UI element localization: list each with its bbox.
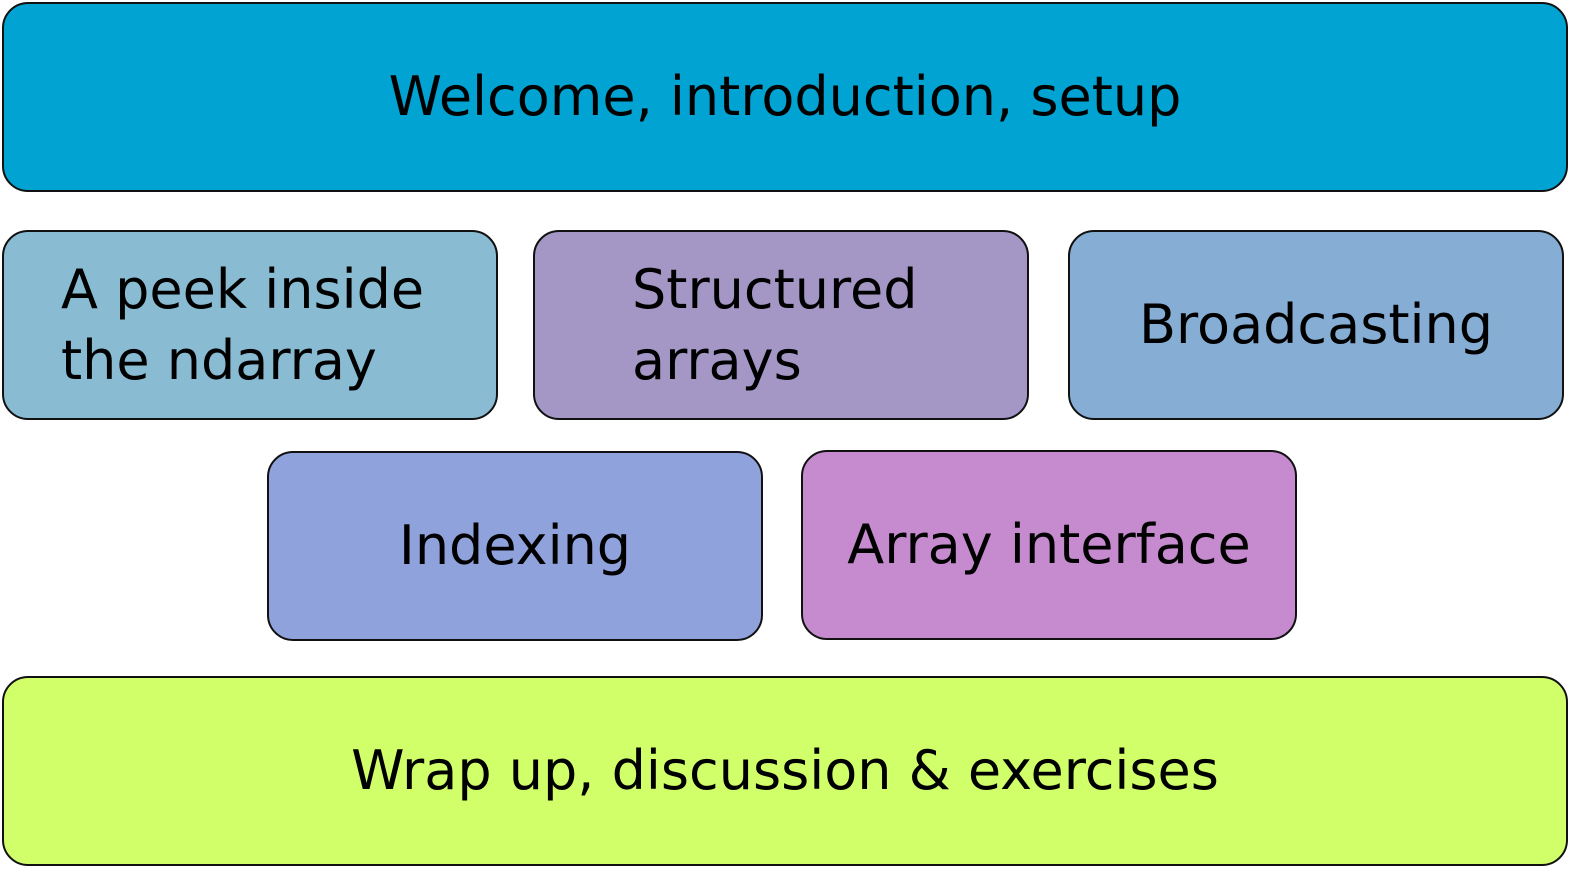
indexing-label: Indexing <box>398 514 632 578</box>
peek-inside-ndarray-block: A peek inside the ndarray <box>2 230 498 420</box>
welcome-block: Welcome, introduction, setup <box>2 2 1568 192</box>
broadcasting-block: Broadcasting <box>1068 230 1564 420</box>
array-interface-block: Array interface <box>801 450 1297 640</box>
wrap-up-label: Wrap up, discussion & exercises <box>351 739 1219 803</box>
array-interface-label: Array interface <box>847 513 1251 577</box>
structured-arrays-block: Structured arrays <box>533 230 1029 420</box>
peek-inside-ndarray-label: A peek inside the ndarray <box>61 257 425 392</box>
broadcasting-label: Broadcasting <box>1138 293 1494 357</box>
structured-arrays-label: Structured arrays <box>632 257 918 392</box>
indexing-block: Indexing <box>267 451 763 641</box>
wrap-up-block: Wrap up, discussion & exercises <box>2 676 1568 866</box>
welcome-label: Welcome, introduction, setup <box>388 65 1182 129</box>
